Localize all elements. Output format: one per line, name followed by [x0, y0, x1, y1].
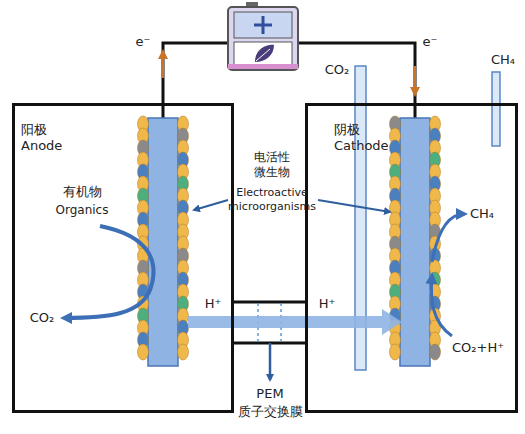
chamber-label: Anode — [21, 138, 231, 154]
electron-label: e⁻ — [423, 34, 438, 50]
wire — [163, 43, 228, 118]
substrate-label: CO₂+H⁺ — [452, 340, 504, 356]
microbe — [178, 344, 189, 360]
chamber-label: 阳极 — [21, 122, 231, 138]
microbe-label: Electroactive microorganisms — [226, 186, 318, 214]
chamber-label: 阴极 — [334, 122, 515, 138]
microbe — [390, 344, 401, 360]
microbe-layer — [138, 116, 441, 360]
membrane-label: 质子交换膜 — [238, 404, 303, 420]
membrane-label: PEM — [256, 386, 283, 402]
proton-label: H⁺ — [205, 296, 222, 312]
electron-label: e⁻ — [136, 34, 151, 50]
substrate-label: Organics — [56, 202, 109, 218]
leader-line — [318, 200, 390, 212]
gas-label: CH₄ — [470, 206, 494, 222]
organics-arrow — [64, 226, 153, 318]
gas-label: CO₂ — [325, 62, 350, 78]
proton-flow-arrow — [188, 309, 402, 335]
proton-label: H⁺ — [319, 296, 336, 312]
anode-electrode — [148, 118, 178, 366]
microbe — [430, 344, 441, 360]
leader-line — [194, 200, 228, 210]
electron-arrow — [162, 54, 164, 78]
substrate-arrow — [431, 276, 452, 336]
substrate-label: 有机物 — [63, 184, 102, 200]
microbe-label: 电活性微生物 — [253, 150, 291, 180]
electron-arrow — [414, 66, 416, 92]
methane-arrow — [432, 214, 464, 262]
cathode-electrode — [400, 118, 430, 366]
chamber-label: Cathode — [334, 138, 515, 154]
proton-exchange-membrane — [232, 302, 307, 380]
reactor-chamber: 阴极Cathode — [305, 103, 518, 413]
gas-label: CH₄ — [491, 52, 515, 68]
power-source — [228, 2, 298, 70]
gas-outlet-tube — [492, 72, 500, 146]
gas-label: CO₂ — [30, 310, 55, 326]
microbe — [138, 344, 149, 360]
reactor-chamber: 阳极Anode — [12, 103, 234, 413]
